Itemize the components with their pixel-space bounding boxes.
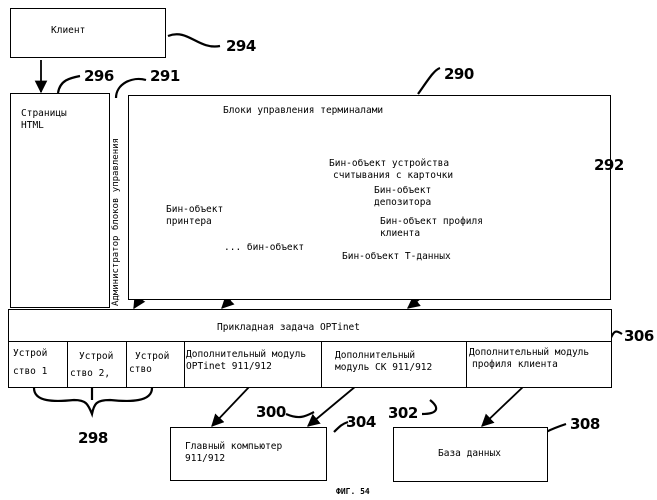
ref-298: 298 [78,430,108,446]
module-ck-cell: Дополнительный модуль CK 911/912 [321,342,467,388]
leader-296 [58,76,80,93]
brace-298 [34,388,152,414]
client-box: Клиент [10,8,166,58]
app-label: Прикладная задача OPTinet [217,322,360,334]
database-box: База данных [393,427,548,482]
leader-290 [418,68,440,94]
ref-300: 300 [256,404,286,420]
host-box: Главный компьютер 911/912 [170,427,327,481]
ref-291: 291 [150,68,180,84]
ref-308: 308 [570,416,600,432]
device2-cell: Устрой ство 2, [67,342,127,388]
figure-caption: ФИГ. 54 [336,486,370,498]
arrow-optinet-to-host [212,386,250,426]
device3-label-2: ство [129,364,152,376]
html-pages-label-1: Страницы [21,108,67,120]
app-box: Прикладная задача OPTinet Устрой ство 1 … [8,309,612,388]
arrow-profile-to-db [482,386,524,426]
module-optinet-label-1: Дополнительный модуль [186,349,306,361]
tdata-bean-label: Бин-объект Т-данных [342,251,451,263]
ref-296: 296 [84,68,114,84]
ref-290: 290 [444,66,474,82]
printer-bean-label-2: принтера [166,216,212,228]
ref-294: 294 [226,38,256,54]
leader-294 [168,34,220,46]
module-ck-label-2: модуль CK 911/912 [335,362,432,374]
card-reader-bean-label-1: Бин-объект устройства [329,158,449,170]
ref-292: 292 [594,157,624,173]
terminal-blocks-label: Блоки управления терминалами [223,105,383,117]
device1-label-1: Устрой [13,348,47,360]
leader-308 [546,424,566,432]
terminal-blocks-box: Блоки управления терминалами [128,95,611,300]
html-pages-box: Страницы HTML [10,93,110,308]
database-label: База данных [438,448,501,460]
other-bean-label: ... бин-объект [224,242,304,254]
module-profile-label-2: профиля клиента [472,359,558,371]
device1-label-2: ство 1 [13,366,47,378]
leader-302 [422,400,436,414]
host-label-1: Главный компьютер [185,441,282,453]
depositor-bean-label-1: Бин-объект [374,185,431,197]
profile-bean-label-2: клиента [380,228,420,240]
module-profile-cell: Дополнительный модуль профиля клиента [466,342,611,388]
printer-bean-label-1: Бин-объект [166,204,223,216]
html-pages-label-2: HTML [21,120,44,132]
device2-label-2: ство 2, [70,368,110,380]
device3-cell: Устрой ство [126,342,185,388]
profile-bean-label-1: Бин-объект профиля [380,216,483,228]
ref-304: 304 [346,414,376,430]
leader-300 [286,412,314,417]
device3-label-1: Устрой [135,351,169,363]
module-optinet-cell: Дополнительный модуль OPTinet 911/912 [184,342,322,388]
depositor-bean-label-2: депозитора [374,197,431,209]
device1-cell: Устрой ство 1 [9,342,68,388]
admin-label: Администратор блоков управления [111,138,122,306]
module-profile-label-1: Дополнительный модуль [469,347,589,359]
ref-306: 306 [624,328,654,344]
module-optinet-label-2: OPTinet 911/912 [186,361,272,373]
card-reader-bean-label-2: считывания с карточки [333,170,453,182]
module-ck-label-1: Дополнительный [335,350,415,362]
ref-302: 302 [388,405,418,421]
device2-label-1: Устрой [79,351,113,363]
client-label: Клиент [51,25,85,37]
host-label-2: 911/912 [185,453,225,465]
